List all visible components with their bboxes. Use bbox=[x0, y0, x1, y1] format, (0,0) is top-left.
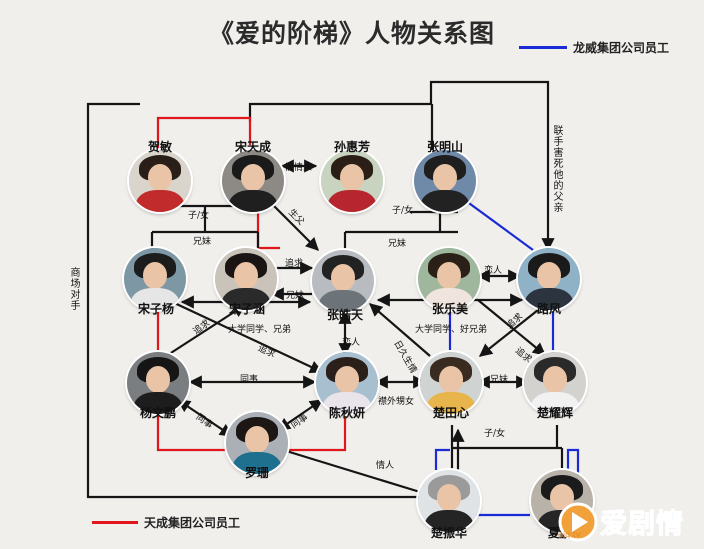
portrait-zhang-haotian bbox=[312, 250, 374, 312]
line-zhui-qiu-lemei-yaohui bbox=[477, 299, 547, 356]
label-daxue-1: 大学同学、兄弟 bbox=[228, 325, 292, 335]
label-daxue-2: 大学同学、好兄弟 bbox=[415, 325, 488, 335]
portrait-song-zihan bbox=[215, 248, 277, 310]
label-zi-nv-chu: 子/女 bbox=[484, 429, 506, 439]
legend-red: 天成集团公司员工 bbox=[92, 513, 272, 531]
portrait-song-ziyang bbox=[124, 248, 186, 310]
name-song-tiancheng: 宋天成 bbox=[234, 140, 272, 154]
line-qing-ren bbox=[282, 448, 421, 494]
name-chen-qiuyan: 陈秋妍 bbox=[328, 406, 366, 420]
portrait-yang-wenpeng bbox=[127, 352, 189, 414]
line-zhui-qiu-ziyang-chen bbox=[167, 299, 324, 373]
line-zi-nv-right bbox=[343, 210, 458, 250]
name-chu-tianxin: 楚田心 bbox=[432, 406, 470, 420]
label-lian-ren-mid: 恋人 bbox=[342, 338, 361, 348]
label-lianshou-haisi: 联手害死他的父亲 bbox=[553, 126, 564, 214]
legend-blue-swatch bbox=[519, 46, 567, 49]
name-chu-yaohui: 楚耀辉 bbox=[536, 406, 574, 420]
name-yang-wenpeng: 杨文鹏 bbox=[139, 406, 177, 420]
portrait-zhang-lemei bbox=[418, 248, 480, 310]
name-zhang-lemei: 张乐美 bbox=[431, 302, 469, 316]
name-he-min: 贺敏 bbox=[147, 140, 173, 154]
watermark-logo: 爱剧情 ajq.tv bbox=[556, 500, 698, 544]
legend-blue: 龙威集团公司员工 bbox=[519, 38, 699, 56]
label-jiu-qing-ren: 旧情人 bbox=[285, 163, 313, 173]
red-line-luo-chen bbox=[283, 408, 347, 452]
watermark-brand: 爱剧情 bbox=[600, 509, 684, 541]
name-song-ziyang: 宋子杨 bbox=[137, 302, 175, 316]
portrait-chen-qiuyan bbox=[316, 352, 378, 414]
portrait-chu-yaohui bbox=[524, 352, 586, 414]
label-qing-ren: 情人 bbox=[376, 461, 395, 471]
name-chu-zhenhua: 楚振华 bbox=[430, 526, 468, 540]
portrait-chu-tianxin bbox=[420, 352, 482, 414]
legend-red-swatch bbox=[92, 521, 138, 524]
frame-line-top bbox=[248, 80, 555, 252]
line-zi-nv-chu bbox=[450, 425, 564, 470]
name-song-zihan: 宋子涵 bbox=[228, 302, 266, 316]
play-icon bbox=[558, 502, 598, 542]
red-line-hemin-song bbox=[156, 116, 252, 152]
portrait-song-tiancheng bbox=[222, 150, 284, 212]
line-parents-children-left bbox=[150, 204, 260, 250]
line-rijiu-shengqing bbox=[369, 303, 431, 357]
watermark-domain: ajq.tv bbox=[558, 530, 581, 539]
label-zi-nv-right: 子/女 bbox=[392, 206, 414, 216]
portrait-luo-shan bbox=[226, 412, 288, 474]
label-xiong-mei-zihan: 兄妹 bbox=[286, 291, 305, 301]
legend-blue-label: 龙威集团公司员工 bbox=[573, 41, 670, 55]
name-sun-huifang: 孙惠芳 bbox=[333, 140, 371, 154]
label-shangchang-duishou: 商场对手 bbox=[70, 268, 81, 312]
name-zhang-haotian: 张皓天 bbox=[326, 308, 364, 322]
label-lian-ren-top: 恋人 bbox=[484, 266, 503, 276]
line-zhui-qiu-lufeng-tianxin bbox=[478, 309, 539, 357]
portrait-he-min bbox=[129, 150, 191, 212]
label-xiong-mei-chu: 兄妹 bbox=[490, 375, 509, 385]
portrait-sun-huifang bbox=[321, 150, 383, 212]
name-luo-shan: 罗珊 bbox=[244, 466, 270, 480]
label-tong-shi-1: 同事 bbox=[240, 375, 259, 385]
label-xiong-mei-right: 兄妹 bbox=[388, 239, 407, 249]
portrait-zhang-mingshan bbox=[414, 150, 476, 212]
portrait-lu-feng bbox=[518, 248, 580, 310]
name-lu-feng: 路风 bbox=[536, 302, 562, 316]
label-zhui-qiu-1: 追求 bbox=[285, 259, 304, 269]
portrait-chu-zhenhua bbox=[418, 470, 480, 532]
frame-line-left bbox=[86, 102, 432, 499]
line-zhui-qiu-yang-zihan bbox=[159, 304, 247, 361]
label-xiong-mei-left: 兄妹 bbox=[193, 237, 212, 247]
label-zi-nv-left: 子/女 bbox=[188, 211, 210, 221]
diagram-title: 《爱的阶梯》人物关系图 bbox=[208, 19, 495, 48]
label-biaowai-shengnv: 襟外甥女 bbox=[378, 397, 415, 407]
legend-red-label: 天成集团公司员工 bbox=[144, 516, 241, 530]
name-zhang-mingshan: 张明山 bbox=[426, 140, 464, 154]
